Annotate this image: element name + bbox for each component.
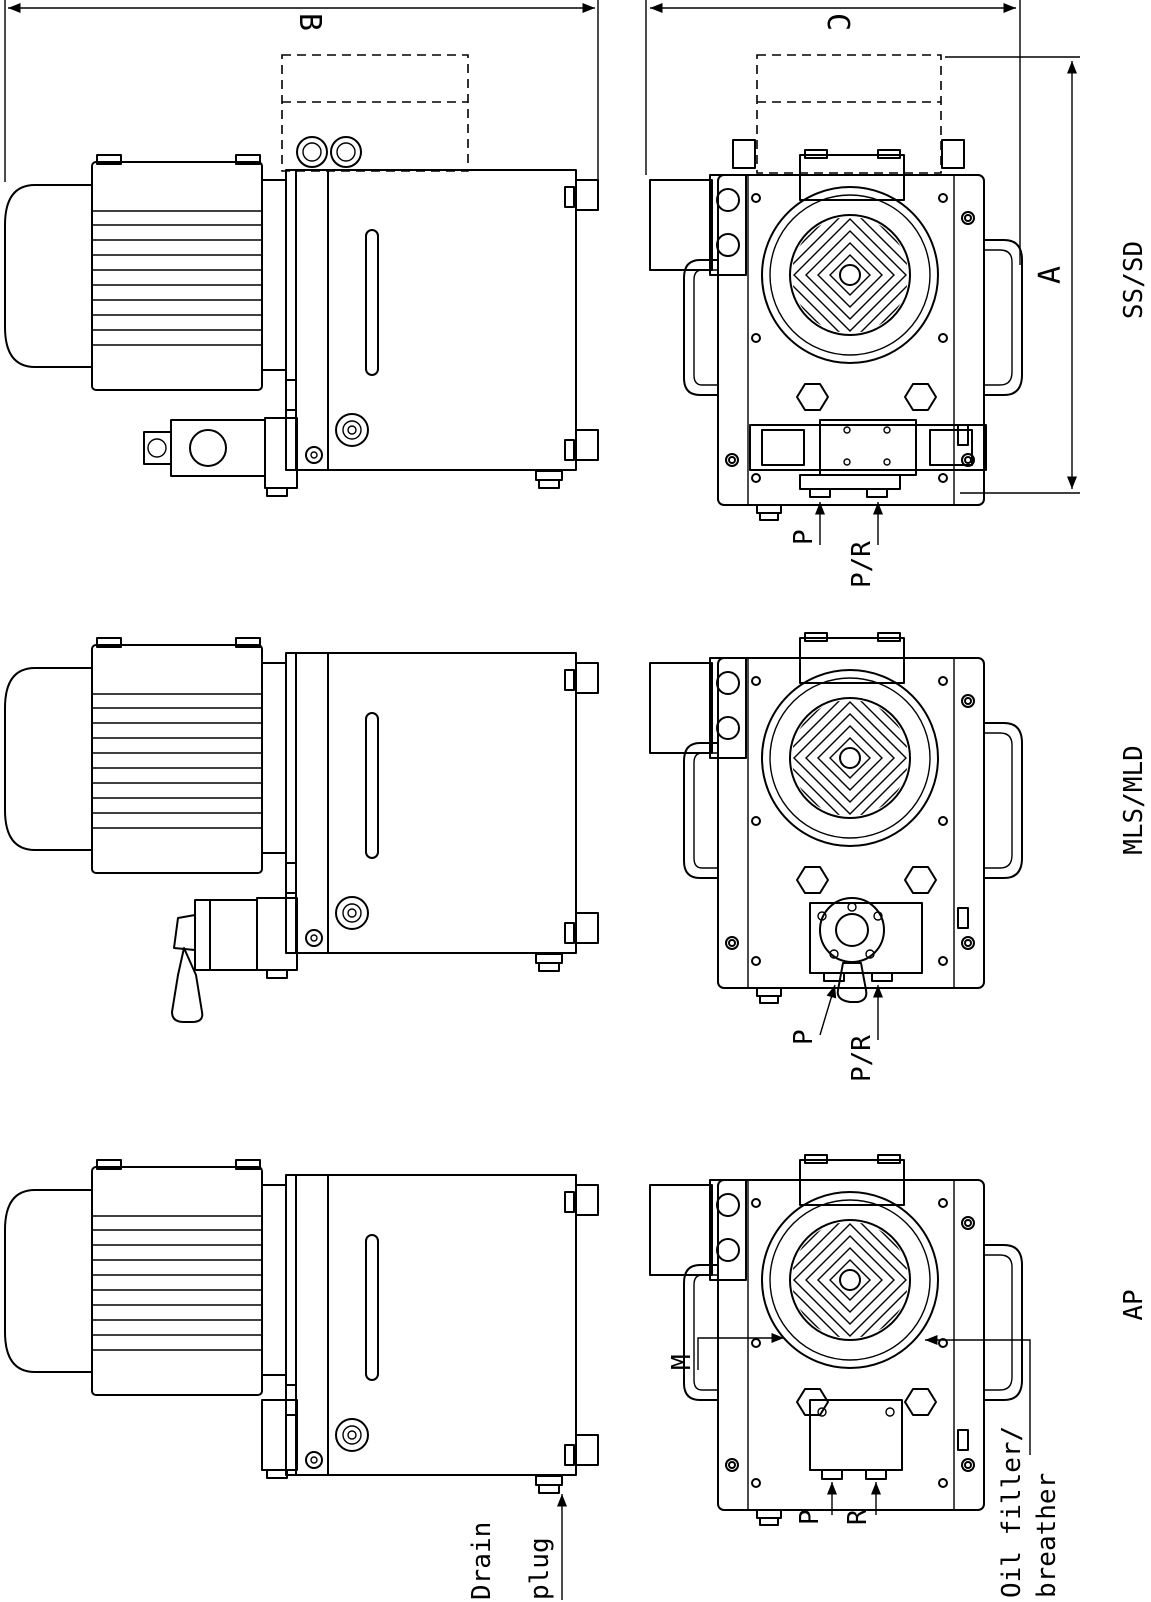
front-view-ss-sd xyxy=(645,0,1080,545)
side-view-ap xyxy=(4,1159,599,1600)
port-p-label-ss-sd: P xyxy=(789,529,819,545)
side-view-mls-mld xyxy=(4,637,599,1023)
variant-ss-sd-label: SS/SD xyxy=(1119,241,1149,319)
oil-filler-label-line2: breather xyxy=(1032,1473,1062,1598)
variant-mls-mld-label: MLS/MLD xyxy=(1119,745,1149,855)
front-view-ap xyxy=(650,1155,1031,1525)
port-p-label-mls-mld: P xyxy=(789,1029,819,1045)
front-view-mls-mld xyxy=(650,633,1022,1040)
dimension-c-label: C xyxy=(820,13,855,31)
port-p-label-ap: P xyxy=(795,1509,825,1525)
port-p-r-label-mls-mld: P/R xyxy=(847,1035,877,1082)
side-view-ss-sd xyxy=(4,0,599,497)
dimension-b-label: B xyxy=(292,13,327,31)
port-p-r-label-ss-sd: P/R xyxy=(847,541,877,588)
drain-plug-label-line2: plug xyxy=(525,1537,555,1600)
port-m-label-ap: M xyxy=(667,1354,697,1370)
variant-ap-label: AP xyxy=(1119,1289,1149,1320)
dimension-a-label: A xyxy=(1033,266,1068,284)
oil-filler-label-line1: Oil filler/ xyxy=(997,1426,1027,1598)
drain-plug-label-line1: Drain xyxy=(467,1522,497,1600)
port-r-label-ap: R xyxy=(843,1509,873,1525)
